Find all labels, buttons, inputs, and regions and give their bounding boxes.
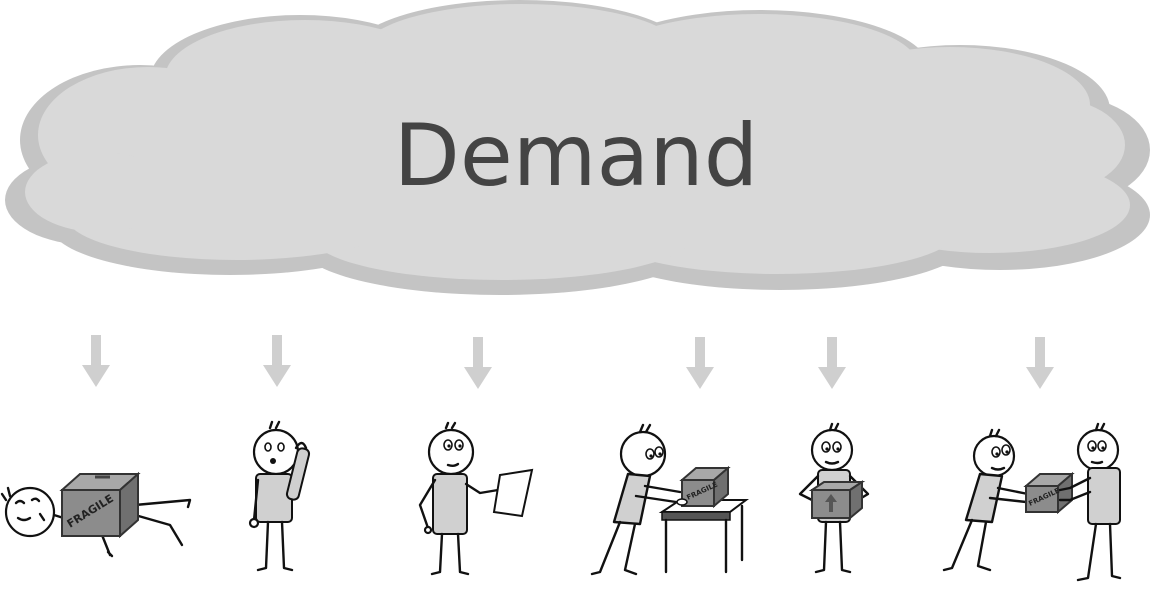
demand-cloud: Demand [5, 0, 1150, 295]
arrows [82, 335, 1054, 389]
arrow-6 [1026, 337, 1054, 389]
fallen-person-icon: FRAGILE [0, 471, 192, 558]
hold-box-icon [798, 422, 870, 574]
arrow-2 [263, 335, 291, 387]
table-box-icon: FRAGILE [590, 423, 749, 576]
phone-call-icon [248, 420, 311, 572]
handoff-icon: FRAGILE [942, 422, 1122, 582]
arrow-1 [82, 335, 110, 387]
arrow-5 [818, 337, 846, 389]
arrow-4 [686, 337, 714, 389]
cloud-title: Demand [394, 106, 759, 206]
document-icon [418, 421, 534, 576]
arrow-3 [464, 337, 492, 389]
